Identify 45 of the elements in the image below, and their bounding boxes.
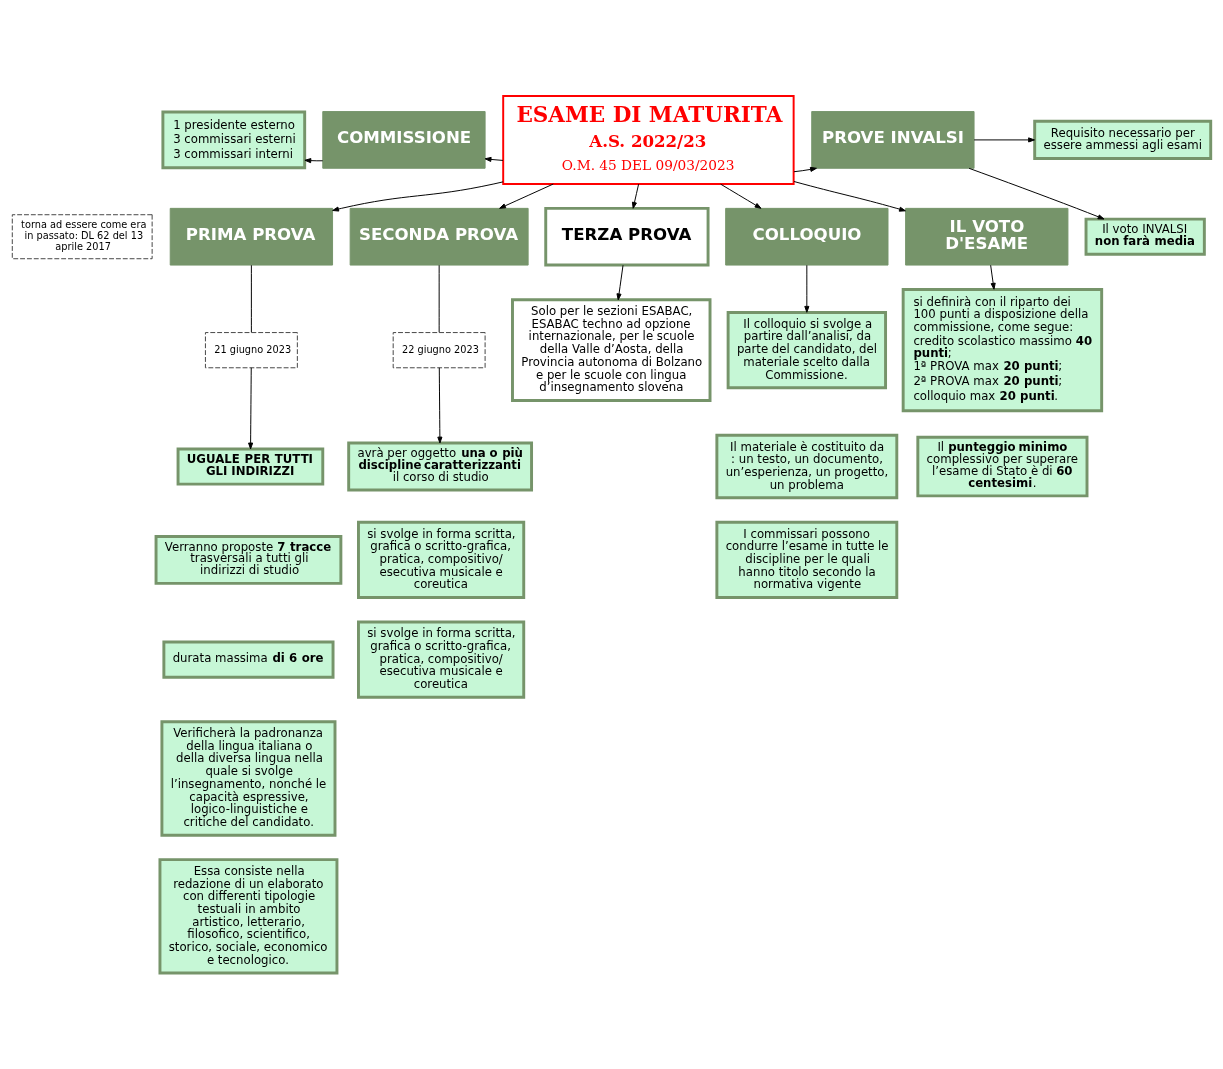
node-box: 22 giugno 2023 — [392, 332, 486, 369]
node-box: Il voto INVALSI non farà media — [1084, 217, 1206, 256]
node-box: Verranno proposte 7 tracce trasversali a tutti gli indirizzi di studio — [154, 535, 343, 585]
node-box: durata massima di 6 ore — [162, 640, 335, 679]
node-box: si definirà con il riparto dei 100 punti a disposizione della commissione, come segue: credito scolastico massimo 40 punti; 1ª PROVA max 20 punti; 2ª PROVA max 20 punti; colloquio max 20 punti. — [901, 288, 1104, 413]
node-box: IL VOTO D'ESAME — [905, 207, 1069, 266]
arrow — [804, 264, 810, 313]
node-box: Il colloquio si svolge a partire dall’analisi, da parte del candidato, del materiale scelto dalla Commissione. — [726, 311, 888, 390]
connector — [250, 264, 252, 333]
node-box: PRIMA PROVA — [169, 207, 334, 266]
node-box: Il materiale è costituito da : un testo, un documento, un’esperienza, un progetto, un problema — [715, 433, 899, 500]
node-box: Requisito necessario per essere ammessi agli esami — [1033, 119, 1213, 160]
node-box: ESAME DI MATURITA A.S. 2022/23 O.M. 45 DEL 09/03/2023 — [502, 94, 795, 185]
node-box: 1 presidente esterno 3 commissari esterni 3 commissari interni — [161, 110, 307, 170]
arrow — [616, 264, 624, 301]
arrow — [437, 367, 443, 444]
node-box: SECONDA PROVA — [349, 207, 529, 266]
node-box: Essa consiste nella redazione di un elaborato con differenti tipologie testuali in ambito artistico, letterario, filosofico, scientifico, storico, sociale, economico e tecnologico. — [158, 858, 339, 975]
node-box: I commissari possono condurre l’esame in tutte le discipline per le quali hanno titolo secondo la normativa vigente — [715, 520, 899, 600]
arrow — [499, 183, 554, 209]
arrow — [304, 158, 324, 164]
node-box: torna ad essere come era in passato: DL 62 del 13 aprile 2017 — [11, 214, 153, 260]
node-box: PROVE INVALSI — [811, 111, 975, 169]
arrow — [248, 367, 254, 450]
node-box: si svolge in forma scritta, grafica o scritto-grafica, pratica, compositivo/ esecutiva musicale e coreutica — [357, 520, 526, 600]
node-box: TERZA PROVA — [544, 206, 710, 267]
node-box: si svolge in forma scritta, grafica o scritto-grafica, pratica, compositivo/ esecutiva musicale e coreutica — [357, 620, 526, 699]
arrow — [332, 181, 504, 212]
arrow — [793, 166, 817, 173]
node-box: COMMISSIONE — [322, 111, 486, 169]
arrow — [793, 181, 906, 212]
node-box: avrà per oggetto una o più discipline caratterizzanti il corso di studio — [347, 441, 534, 492]
arrow — [720, 183, 762, 209]
arrow — [631, 183, 640, 209]
arrow — [973, 137, 1035, 143]
node-box: Solo per le sezioni ESABAC, ESABAC techno ad opzione internazionale, per le scuole della Valle d’Aosta, della Provincia autonoma di Bolzano e per le scuole con lingua d’insegnamento slovena — [511, 298, 712, 402]
node-box: Il punteggio minimo complessivo per superare l’esame di Stato è di 60 centesimi. — [916, 435, 1089, 498]
node-box: UGUALE PER TUTTI GLI INDIRIZZI — [176, 447, 325, 486]
arrow — [990, 264, 996, 290]
arrow — [484, 156, 504, 162]
node-box: COLLOQUIO — [725, 207, 889, 266]
node-box: 21 giugno 2023 — [204, 332, 298, 369]
arrow — [968, 167, 1105, 220]
node-box: Verificherà la padronanza della lingua italiana o della diversa lingua nella quale si svolge l’insegnamento, nonché le capacità espressive, logico-linguistiche e critiche del candidato. — [160, 720, 337, 837]
connector — [438, 264, 440, 333]
